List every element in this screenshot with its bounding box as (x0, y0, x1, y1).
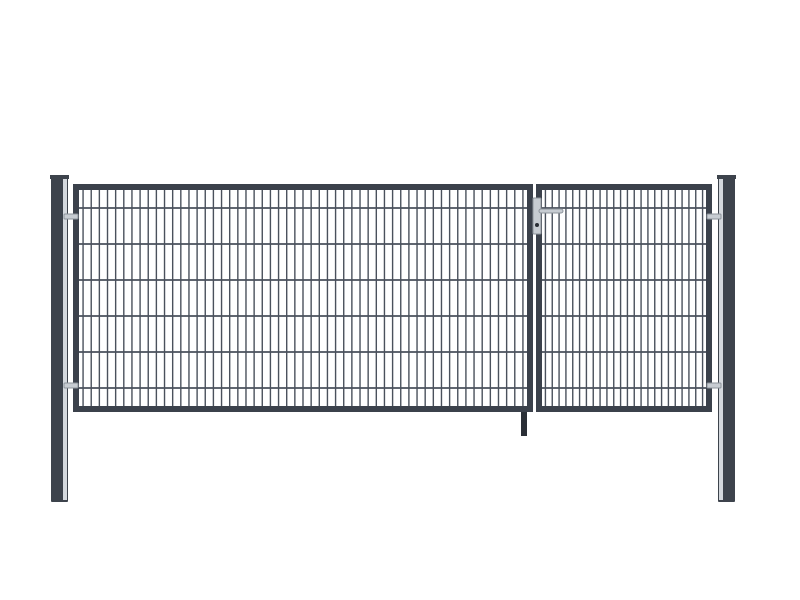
left-leaf-mesh (79, 190, 527, 406)
right-gate-leaf (536, 184, 712, 412)
left-post (50, 175, 69, 502)
lever-handle-icon (538, 208, 564, 214)
hinge (63, 382, 79, 389)
left-post-hinges (63, 213, 79, 389)
ground-bolt (521, 412, 527, 436)
right-post (717, 175, 736, 502)
left-post-edge (63, 178, 67, 500)
hinge (63, 213, 79, 220)
right-leaf-mesh (542, 190, 706, 406)
right-post-cap (717, 175, 736, 179)
left-gate-leaf (73, 184, 533, 412)
right-leaf-frame (536, 184, 712, 412)
hinge (706, 382, 722, 389)
gate-latch (532, 197, 564, 235)
hinge (706, 213, 722, 220)
keyhole-icon (535, 223, 539, 227)
right-post-hinges (706, 213, 722, 389)
right-post-edge (719, 178, 723, 500)
lock-box (532, 197, 542, 235)
left-leaf-frame (73, 184, 533, 412)
left-post-cap (50, 175, 69, 179)
ground-bolt-rod (521, 412, 527, 436)
